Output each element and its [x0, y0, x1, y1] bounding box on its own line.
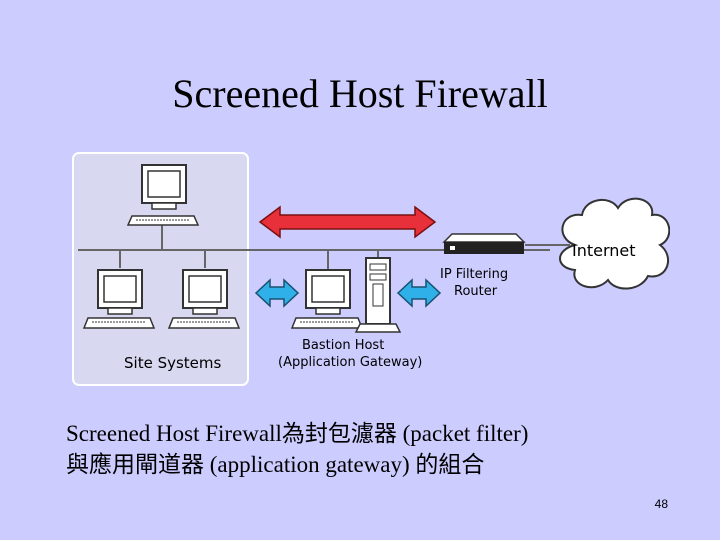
router-label-line1: IP Filtering — [440, 267, 509, 282]
workstation-top-icon — [126, 164, 200, 250]
small-arrow-right-icon — [396, 278, 442, 308]
router-label-line2: Router — [454, 284, 498, 299]
router-icon — [442, 233, 526, 254]
tower-server-icon — [354, 250, 402, 333]
page-number: 48 — [654, 497, 668, 511]
bastion-label-line2: (Application Gateway) — [278, 355, 423, 370]
double-arrow-icon — [258, 205, 437, 239]
network-diagram: Internet IP Filtering Router Bastion Hos… — [70, 150, 670, 390]
small-arrow-left-icon — [254, 278, 300, 308]
site-systems-label: Site Systems — [124, 354, 222, 372]
bastion-host-icon — [290, 250, 364, 329]
workstation-right-icon — [167, 250, 241, 329]
bastion-label-line1: Bastion Host — [302, 338, 385, 353]
workstation-left-icon — [82, 250, 156, 329]
slide-caption: Screened Host Firewall為封包濾器 (packet filt… — [66, 418, 666, 480]
caption-line-1: Screened Host Firewall為封包濾器 (packet filt… — [66, 421, 529, 446]
diagram-graphics — [72, 152, 670, 386]
internet-cloud-icon — [559, 197, 670, 290]
internet-label: Internet — [572, 241, 636, 260]
slide-title: Screened Host Firewall — [172, 71, 548, 116]
caption-line-2: 與應用閘道器 (application gateway) 的組合 — [66, 452, 485, 477]
